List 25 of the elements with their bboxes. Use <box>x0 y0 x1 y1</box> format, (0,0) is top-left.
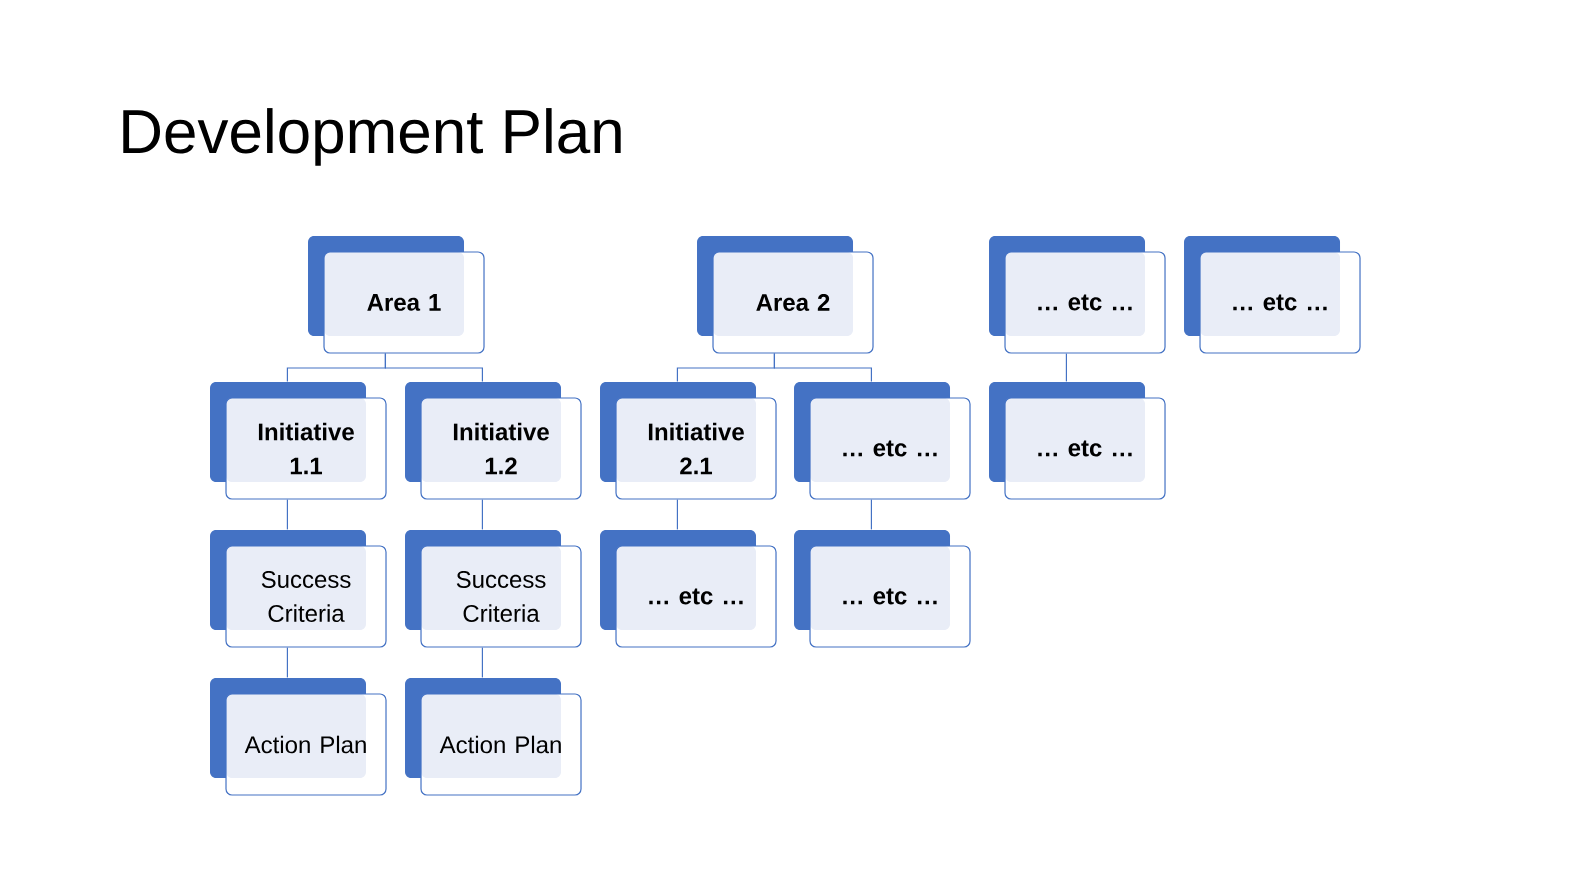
card-box: … etc … <box>989 236 1166 354</box>
card-box: Success Criteria <box>210 530 387 648</box>
card-box: Initiative 1.2 <box>405 382 582 500</box>
card-box: Action Plan <box>405 678 582 796</box>
connector-line <box>1065 353 1067 382</box>
connector-line <box>773 353 872 382</box>
connector-line <box>481 499 483 530</box>
card-box: Area 1 <box>308 236 485 354</box>
connector-line <box>870 499 872 530</box>
card-box: … etc … <box>794 382 971 500</box>
card-box: Action Plan <box>210 678 387 796</box>
title: Development Plan <box>123 108 621 166</box>
connector-line <box>286 499 288 530</box>
card-box: Success Criteria <box>405 530 582 648</box>
connector-line <box>676 499 678 530</box>
connector-line <box>384 353 483 382</box>
card-box: … etc … <box>1184 236 1361 354</box>
card-box: … etc … <box>600 530 777 648</box>
card-box: Initiative 2.1 <box>600 382 777 500</box>
card-box: Initiative 1.1 <box>210 382 387 500</box>
connector-line <box>286 647 288 678</box>
card-box: … etc … <box>794 530 971 648</box>
card-box: Area 2 <box>697 236 874 354</box>
connector-line <box>481 647 483 678</box>
card-box: … etc … <box>989 382 1166 500</box>
